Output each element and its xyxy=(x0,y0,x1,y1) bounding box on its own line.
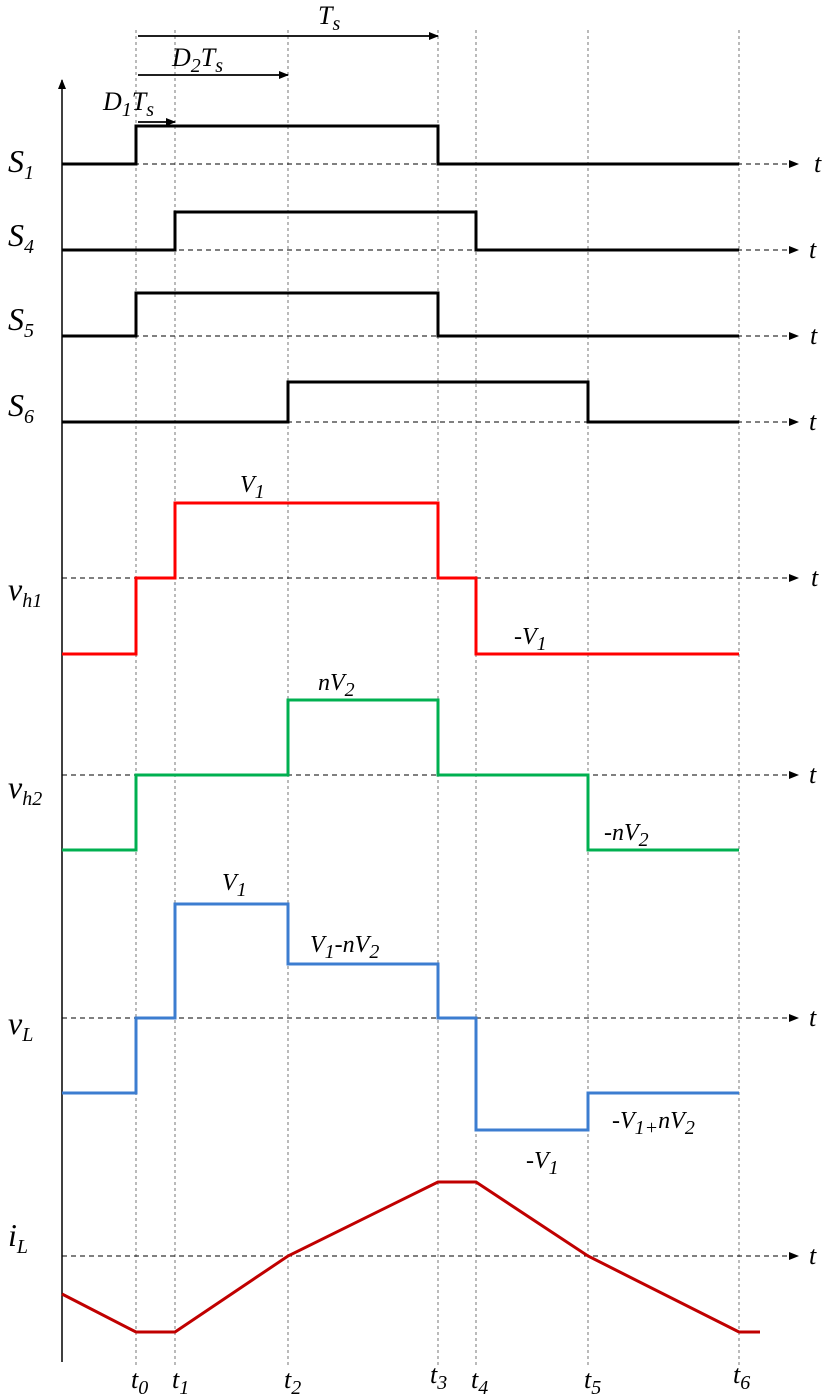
time-instant-labels: t0 t1 t2 t3 t4 t5 t6 xyxy=(131,1360,750,1395)
period-label-d1ts: D1Ts xyxy=(102,87,154,121)
time-label-t4: t4 xyxy=(471,1365,488,1395)
signal-label-s6: S6 xyxy=(8,387,34,428)
time-label-t6: t6 xyxy=(733,1360,750,1394)
annotation-vh2-high: nV2 xyxy=(318,670,355,701)
signal-label-s4: S4 xyxy=(8,217,34,258)
time-axis-label: t xyxy=(809,235,817,264)
waveform-s1 xyxy=(62,124,739,166)
time-axes: t t t t t t t t xyxy=(62,149,822,1270)
annotation-vl-neg-v1: -V1 xyxy=(526,1148,559,1179)
signal-label-vl: vL xyxy=(8,1005,33,1046)
waveform-s6 xyxy=(62,380,739,424)
time-gridlines xyxy=(135,30,740,1365)
time-axis-label: t xyxy=(809,760,817,789)
waveform-s5 xyxy=(62,291,739,338)
time-axis-label: t xyxy=(809,1241,817,1270)
signal-label-s1: S1 xyxy=(8,143,34,184)
level-annotations: V1 -V1 nV2 -nV2 V1 V1-nV2 -V1 -V1+nV2 xyxy=(222,472,695,1179)
waveforms xyxy=(61,124,760,1334)
time-label-t0: t0 xyxy=(131,1365,148,1395)
time-axis-label: t xyxy=(810,321,818,350)
annotation-vh1-low: -V1 xyxy=(514,624,547,655)
annotation-vl-diff: V1-nV2 xyxy=(310,932,379,963)
period-label-d2ts: D2Ts xyxy=(171,43,223,77)
time-label-t2: t2 xyxy=(284,1365,301,1395)
signal-label-vh1: vh1 xyxy=(8,571,42,612)
waveform-il xyxy=(61,1180,760,1334)
annotation-vh1-high: V1 xyxy=(240,472,265,503)
time-axis-label: t xyxy=(809,1003,817,1032)
waveform-vh1 xyxy=(62,501,739,656)
time-axis-label: t xyxy=(814,149,822,178)
waveform-vh2 xyxy=(62,698,739,852)
waveform-vl xyxy=(62,902,739,1132)
period-label-ts: Ts xyxy=(318,1,340,35)
time-axis-label: t xyxy=(811,563,819,592)
signal-labels: S1 S4 S5 S6 vh1 vh2 vL iL xyxy=(8,143,42,1258)
annotation-vl-v1: V1 xyxy=(222,870,247,901)
annotation-vl-neg-diff: -V1+nV2 xyxy=(612,1108,695,1139)
time-label-t1: t1 xyxy=(172,1365,189,1395)
time-axis-label: t xyxy=(809,407,817,436)
signal-label-s5: S5 xyxy=(8,301,34,342)
signal-label-vh2: vh2 xyxy=(8,769,42,810)
time-label-t5: t5 xyxy=(584,1365,601,1395)
annotation-vh2-low: -nV2 xyxy=(604,820,649,851)
waveform-s4 xyxy=(62,210,739,252)
time-label-t3: t3 xyxy=(430,1360,447,1394)
signal-label-il: iL xyxy=(8,1217,28,1258)
